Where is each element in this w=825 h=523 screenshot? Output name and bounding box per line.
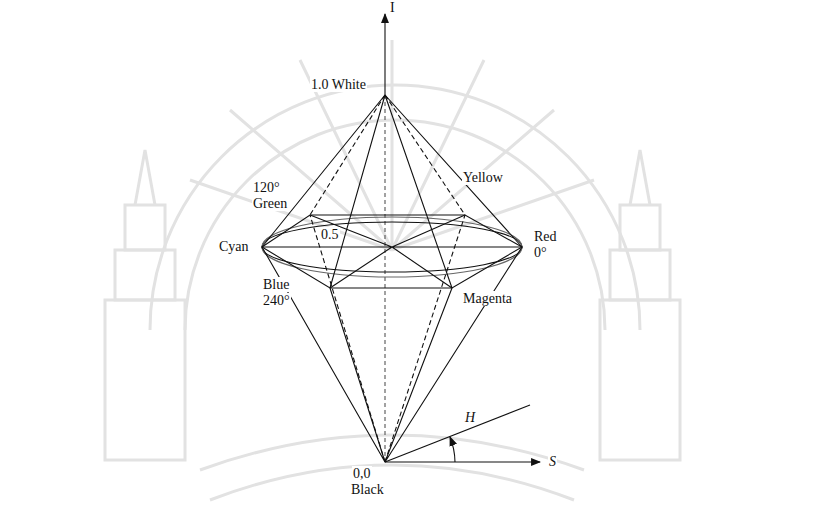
color-name: Red [533,229,558,244]
axis-label: I [389,0,396,15]
apex-label: Black [350,482,385,497]
intensity-value: 0.5 [320,227,340,242]
watermark-emblem [105,40,680,500]
color-name: Green [252,196,288,211]
color-name: Blue [262,277,290,292]
color-name: Cyan [218,239,250,254]
color-name: Magenta [462,291,513,306]
cone-lines [262,14,540,462]
hue-angle: 120° [252,180,281,195]
color-name: Yellow [462,170,504,185]
axis-label: S [548,454,557,469]
axis-label: H [464,410,476,425]
hue-angle: 240° [262,293,291,308]
hue-angle: 0° [533,245,548,260]
origin-value: 0,0 [352,466,372,481]
apex-label: 1.0 White [310,77,367,92]
